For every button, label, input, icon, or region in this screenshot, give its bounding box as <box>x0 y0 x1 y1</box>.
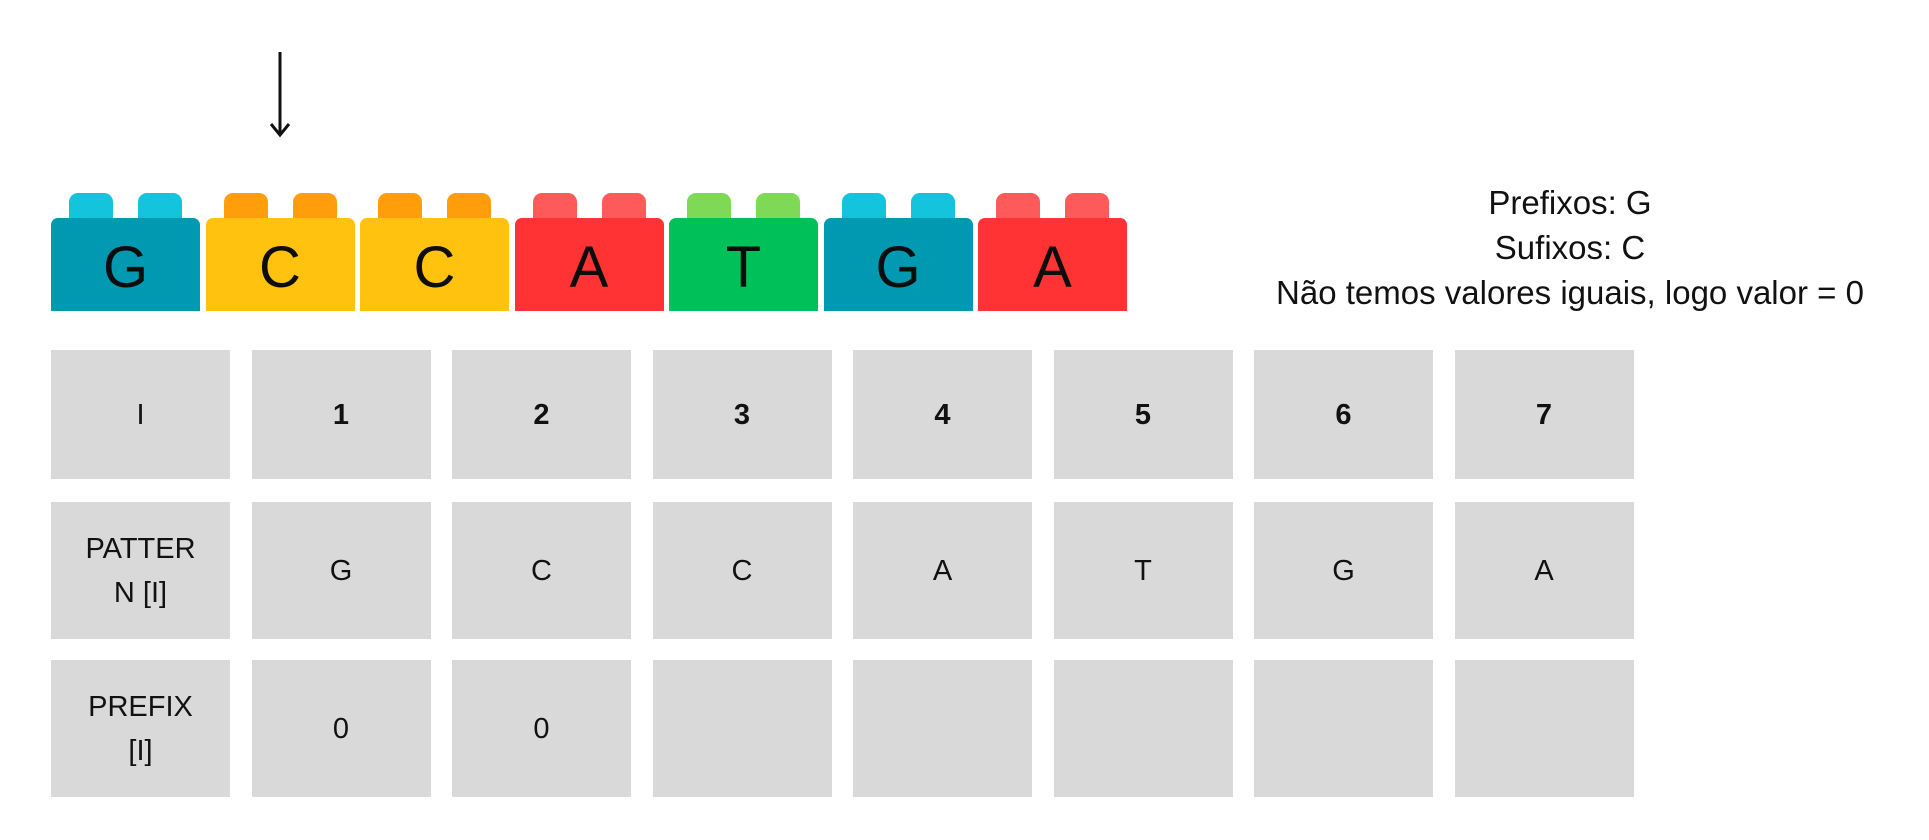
row-header-cell: PREFIX [I] <box>51 660 230 797</box>
table-cell: 1 <box>251 350 431 479</box>
sequence-block: G <box>823 193 973 311</box>
table-cell: 5 <box>1053 350 1233 479</box>
prefixes-text: Prefixos: G <box>1488 184 1652 221</box>
sequence-block: C <box>360 193 509 311</box>
row-header-cell: PATTER N [I] <box>51 502 230 639</box>
table-cell <box>1254 660 1433 797</box>
table-cell: A <box>1454 502 1634 639</box>
sequence-block: C <box>205 193 355 311</box>
table-cell: 4 <box>853 350 1032 479</box>
block-letter: T <box>669 218 818 311</box>
block-letter: G <box>51 218 200 311</box>
suffixes-text: Sufixos: C <box>1494 229 1646 266</box>
table-cell: G <box>1254 502 1433 639</box>
sequence-block: G <box>51 193 200 311</box>
table-cell <box>1454 660 1634 797</box>
sequence-block: A <box>978 193 1127 311</box>
down-arrow-icon <box>269 52 291 138</box>
block-letter: G <box>823 218 973 311</box>
conclusion-text: Não temos valores iguais, logo valor = 0 <box>1276 274 1864 311</box>
info-panel: Prefixos: G Sufixos: C Não temos valores… <box>1250 180 1890 315</box>
table-cell <box>1053 660 1233 797</box>
table-cell: A <box>853 502 1032 639</box>
table-cell: 7 <box>1454 350 1634 479</box>
table-cell: 0 <box>251 660 431 797</box>
table-cell: T <box>1053 502 1233 639</box>
table-cell <box>652 660 832 797</box>
table-cell: 3 <box>652 350 832 479</box>
block-letter: A <box>514 218 664 311</box>
table-cell <box>853 660 1032 797</box>
table-cell: 6 <box>1254 350 1433 479</box>
table-cell: 2 <box>452 350 631 479</box>
block-letter: C <box>205 218 355 311</box>
table-cell: G <box>251 502 431 639</box>
table-cell: C <box>652 502 832 639</box>
sequence-block: A <box>514 193 664 311</box>
sequence-block: T <box>669 193 818 311</box>
table-cell: C <box>452 502 631 639</box>
block-letter: C <box>360 218 509 311</box>
block-letter: A <box>978 218 1127 311</box>
table-cell: 0 <box>452 660 631 797</box>
row-header-cell: I <box>51 350 230 479</box>
